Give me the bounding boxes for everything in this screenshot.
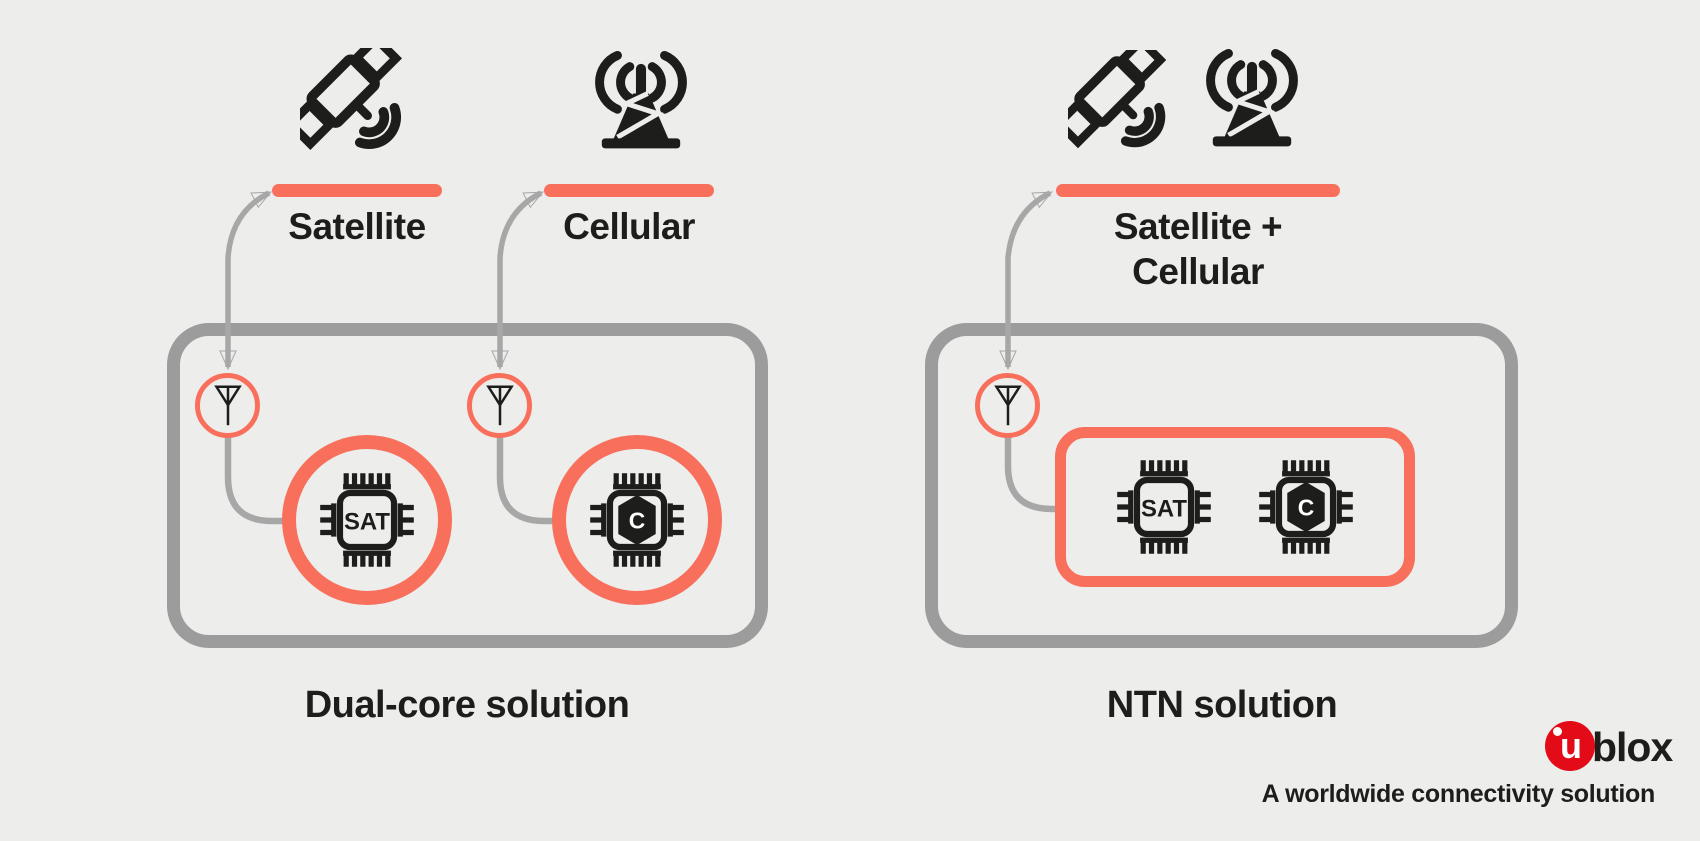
combined-link-arrow [999, 190, 1053, 371]
ntn-device-box [925, 323, 1518, 648]
cellular-chip-label: C [629, 507, 646, 533]
sat-chip-label: SAT [344, 508, 390, 535]
satellite-link-arrow [219, 190, 272, 371]
cellular-chip-icon: C [590, 473, 684, 567]
cellular-link-arrow [491, 190, 544, 371]
cellular-chip-label: C [1298, 494, 1315, 520]
dual-core-solution-label: Dual-core solution [304, 684, 630, 726]
cell-tower-icon [595, 50, 687, 149]
satellite-network-label: Satellite [288, 206, 426, 247]
cell-tower-icon [1206, 48, 1298, 147]
hexagon-badge [618, 495, 656, 545]
antenna-to-sat-core-connector [224, 437, 290, 525]
antenna-icon [485, 385, 514, 425]
hexagon-badge [1287, 482, 1325, 532]
dual-core-device-box [167, 323, 768, 648]
cellular-chip-icon: C [1259, 460, 1353, 554]
ntn-solution-label: NTN solution [1106, 684, 1338, 726]
antenna-to-ntn-module-connector [1004, 437, 1062, 513]
sat-chip-icon: SAT [320, 473, 414, 567]
ublox-logo-text: blox [1592, 724, 1673, 770]
combined-network-bar [1056, 184, 1340, 197]
sat-chip-label: SAT [1141, 495, 1187, 522]
ntn-module-rect: SAT C [1055, 427, 1415, 587]
sat-chip-icon: SAT [1117, 460, 1211, 554]
combined-network-label: Satellite + Cellular [1048, 204, 1348, 294]
cellular-core-circle: C [552, 435, 722, 605]
combined-network-label-line2: Cellular [1132, 251, 1264, 292]
ublox-logo-mark: u [1545, 721, 1595, 771]
satellite-core-circle: SAT [282, 435, 452, 605]
combined-antenna-port [975, 373, 1040, 438]
cellular-antenna-port [467, 373, 532, 438]
antenna-to-cell-core-connector [496, 437, 562, 525]
satellite-network-bar [272, 184, 442, 197]
cellular-network-bar [544, 184, 714, 197]
cellular-network-label: Cellular [563, 206, 695, 247]
ublox-logo-u: u [1560, 725, 1582, 766]
satellite-icon [1068, 50, 1167, 149]
satellite-antenna-port [195, 373, 260, 438]
satellite-icon [300, 48, 403, 151]
tagline: A worldwide connectivity solution [1261, 780, 1656, 808]
antenna-icon [993, 385, 1022, 425]
antenna-icon [213, 385, 242, 425]
combined-network-label-line1: Satellite + [1113, 206, 1283, 247]
